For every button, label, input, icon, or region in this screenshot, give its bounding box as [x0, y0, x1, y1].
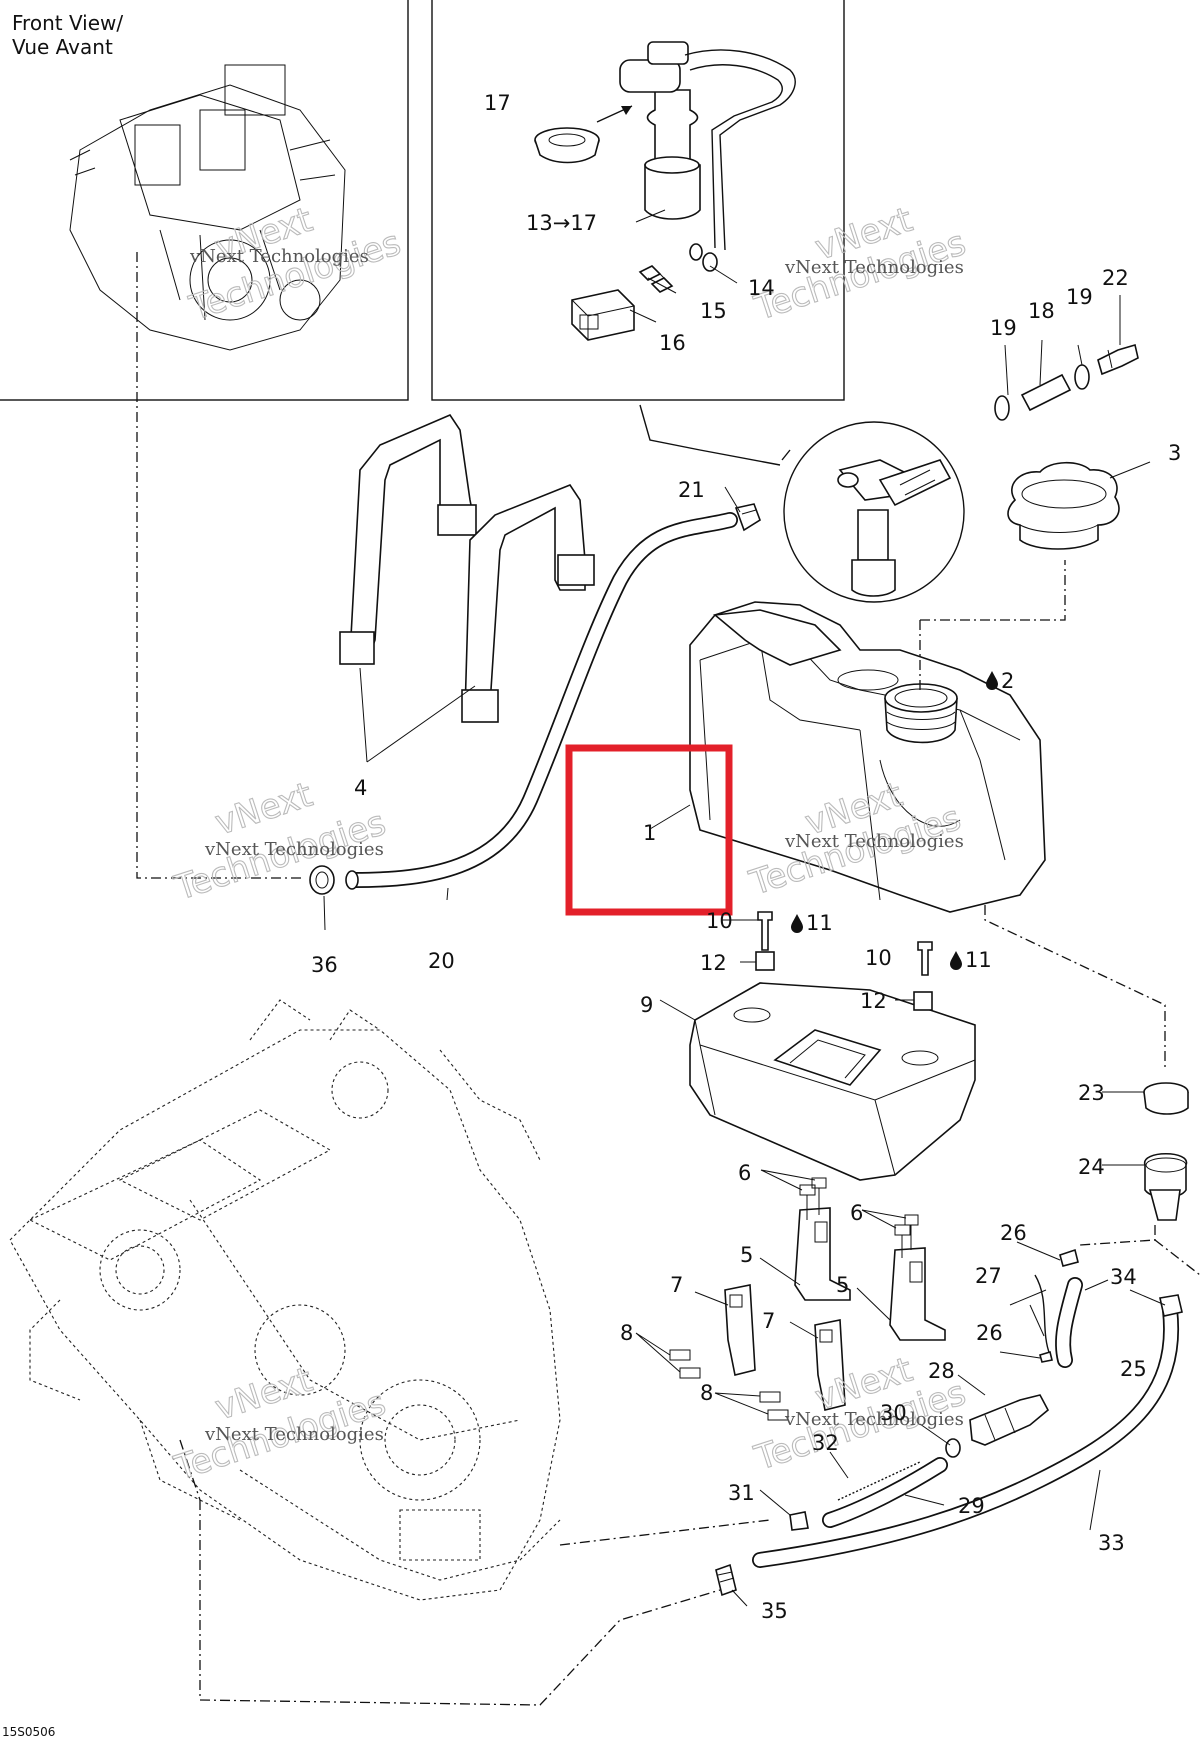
svg-text:vNext Technologies: vNext Technologies	[204, 1424, 384, 1445]
vent-parts	[994, 343, 1139, 421]
filler-cap	[1007, 461, 1120, 550]
callout-29: 29	[958, 1494, 985, 1518]
callout-22: 22	[1102, 266, 1129, 290]
callout-20: 20	[428, 949, 455, 973]
callout-4: 4	[354, 776, 367, 800]
hose-clamp-21	[734, 503, 761, 532]
tank-support	[689, 982, 976, 1181]
callout-8b: 8	[700, 1381, 713, 1405]
callout-28: 28	[928, 1359, 955, 1383]
fuel-hose-20	[345, 512, 738, 890]
grommet-17	[534, 127, 600, 164]
highlight-box	[565, 744, 733, 916]
callout-5a: 5	[740, 1243, 753, 1267]
front-view-label: Front View/	[12, 11, 123, 35]
callout-6b: 6	[850, 1201, 863, 1225]
callout-5b: 5	[836, 1273, 849, 1297]
callout-8a: 8	[620, 1321, 633, 1345]
callout-31: 31	[728, 1481, 755, 1505]
callout-15: 15	[700, 299, 727, 323]
fuel-gauge-sender	[619, 41, 796, 251]
leader-lines	[323, 209, 1166, 1607]
callout-18: 18	[1028, 299, 1055, 323]
callout-19a: 19	[990, 316, 1017, 340]
svg-text:vNext Technologies: vNext Technologies	[784, 1409, 964, 1430]
callout-9: 9	[640, 993, 653, 1017]
callout-10b: 10	[865, 946, 892, 970]
callout-14: 14	[748, 276, 775, 300]
callout-2: 2	[1001, 669, 1014, 693]
tank-straps	[339, 414, 595, 723]
callout-6a: 6	[738, 1161, 751, 1185]
callout-34: 34	[1110, 1265, 1137, 1289]
callout-27: 27	[975, 1264, 1002, 1288]
callout-26a: 26	[1000, 1221, 1027, 1245]
callout-24: 24	[1078, 1155, 1105, 1179]
screws-spacers	[755, 911, 933, 1011]
fuel-line-parts	[715, 1082, 1189, 1597]
oil-drop-icon	[791, 914, 803, 933]
routing-lines	[136, 252, 1200, 1706]
callouts: 17 13→17 14 15 16 19 18 19 22 3 21 2 4 1…	[2, 91, 1181, 1739]
oil-drop-icon	[986, 671, 998, 690]
svg-text:vNext Technologies: vNext Technologies	[189, 246, 369, 267]
callout-12b: 12	[860, 989, 887, 1013]
callout-11b: 11	[965, 948, 992, 972]
callout-33: 33	[1098, 1531, 1125, 1555]
callout-11a: 11	[806, 911, 833, 935]
brackets	[669, 1177, 946, 1421]
engine-sketch	[9, 999, 561, 1601]
callout-23: 23	[1078, 1081, 1105, 1105]
callout-25: 25	[1120, 1357, 1147, 1381]
sender-detail-circle	[783, 421, 965, 603]
callout-3: 3	[1168, 441, 1181, 465]
callout-17: 17	[484, 91, 511, 115]
svg-text:vNext Technologies: vNext Technologies	[784, 831, 964, 852]
callout-19b: 19	[1066, 285, 1093, 309]
svg-text:vNext Technologies: vNext Technologies	[784, 257, 964, 278]
callout-1: 1	[643, 821, 656, 845]
svg-text:vNext Technologies: vNext Technologies	[204, 839, 384, 860]
fuel-tank	[689, 601, 1046, 913]
callout-10a: 10	[706, 909, 733, 933]
callout-12a: 12	[700, 951, 727, 975]
callout-13: 13→17	[526, 211, 597, 235]
front-view-inset: Front View/ Vue Avant	[0, 0, 409, 401]
gauge-detail-inset	[431, 0, 845, 401]
callout-32: 32	[812, 1431, 839, 1455]
front-view-label-fr: Vue Avant	[12, 35, 113, 59]
callout-36: 36	[311, 953, 338, 977]
callout-26b: 26	[976, 1321, 1003, 1345]
callout-7b: 7	[762, 1309, 775, 1333]
drawing-code: 15S0506	[2, 1725, 55, 1739]
connector-parts-14-15	[638, 243, 718, 293]
hose-clamp-36	[309, 865, 335, 895]
callout-35: 35	[761, 1599, 788, 1623]
oil-drop-icon	[950, 951, 962, 970]
callout-16: 16	[659, 331, 686, 355]
callout-7a: 7	[670, 1273, 683, 1297]
callout-30: 30	[880, 1401, 907, 1425]
connector-housing-16	[571, 289, 635, 341]
callout-21: 21	[678, 478, 705, 502]
engine-front-sketch	[69, 64, 346, 351]
